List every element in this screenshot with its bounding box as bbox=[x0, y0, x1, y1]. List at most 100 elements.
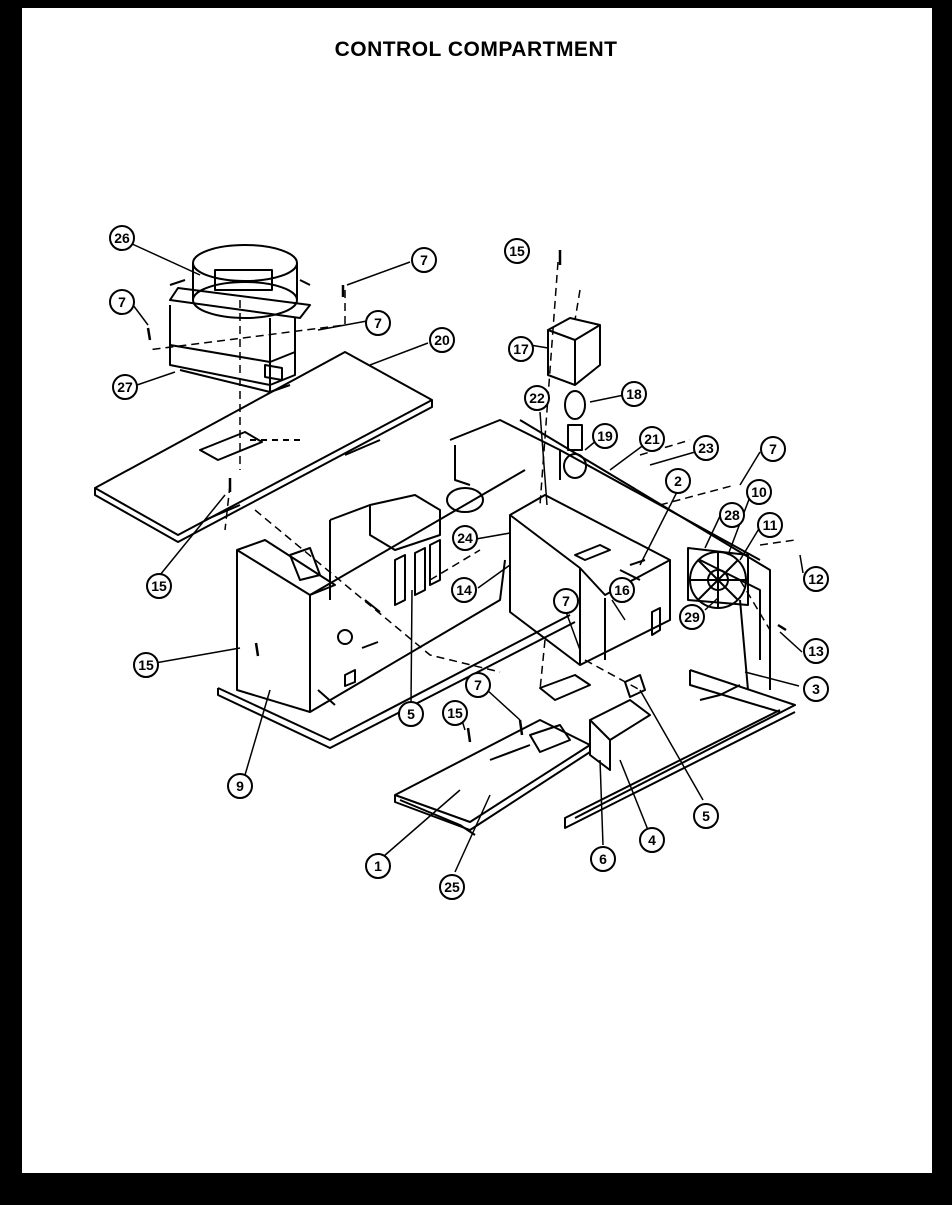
callout-circle bbox=[590, 846, 616, 872]
callout-circle bbox=[133, 652, 159, 678]
callout-circle bbox=[109, 289, 135, 315]
callout-label: 26 bbox=[114, 230, 130, 246]
callout-circle bbox=[452, 525, 478, 551]
callout-15: 15 bbox=[504, 238, 530, 264]
callout-27: 27 bbox=[112, 374, 138, 400]
callout-circle bbox=[757, 512, 783, 538]
callout-15: 15 bbox=[442, 700, 468, 726]
callout-label: 7 bbox=[562, 593, 570, 609]
callout-label: 15 bbox=[151, 578, 167, 594]
callout-13: 13 bbox=[803, 638, 829, 664]
callout-circle bbox=[639, 827, 665, 853]
callout-label: 1 bbox=[374, 858, 382, 874]
callout-circle bbox=[803, 676, 829, 702]
callout-circle bbox=[429, 327, 455, 353]
callout-label: 12 bbox=[808, 571, 824, 587]
callout-circle bbox=[504, 238, 530, 264]
callout-label: 27 bbox=[117, 379, 133, 395]
main-housing bbox=[217, 419, 576, 749]
callout-15: 15 bbox=[133, 652, 159, 678]
assembly-lines bbox=[147, 261, 796, 691]
callout-circle bbox=[112, 374, 138, 400]
callout-7: 7 bbox=[109, 289, 135, 315]
leader-lines bbox=[129, 242, 804, 873]
callout-5: 5 bbox=[693, 803, 719, 829]
callout-circle bbox=[508, 336, 534, 362]
callout-circle bbox=[621, 381, 647, 407]
callout-circle bbox=[592, 423, 618, 449]
callout-label: 7 bbox=[420, 252, 428, 268]
callout-label: 29 bbox=[684, 609, 700, 625]
callout-label: 7 bbox=[118, 294, 126, 310]
callout-circle bbox=[693, 803, 719, 829]
callout-label: 7 bbox=[769, 441, 777, 457]
callout-circle bbox=[398, 701, 424, 727]
callout-26: 26 bbox=[109, 225, 135, 251]
callout-11: 11 bbox=[757, 512, 783, 538]
callout-19: 19 bbox=[592, 423, 618, 449]
drawing-lines bbox=[94, 244, 796, 836]
callout-label: 28 bbox=[724, 507, 740, 523]
callout-24: 24 bbox=[452, 525, 478, 551]
callout-15: 15 bbox=[146, 573, 172, 599]
callout-label: 5 bbox=[407, 706, 415, 722]
callout-circle bbox=[665, 468, 691, 494]
callout-label: 15 bbox=[138, 657, 154, 673]
callout-29: 29 bbox=[679, 604, 705, 630]
callout-12: 12 bbox=[803, 566, 829, 592]
callout-circle bbox=[227, 773, 253, 799]
callout-label: 15 bbox=[447, 705, 463, 721]
callout-circle bbox=[803, 638, 829, 664]
callout-label: 7 bbox=[474, 677, 482, 693]
callout-circle bbox=[679, 604, 705, 630]
callout-20: 20 bbox=[429, 327, 455, 353]
paper-area bbox=[22, 8, 932, 1173]
callout-7: 7 bbox=[365, 310, 391, 336]
callout-label: 4 bbox=[648, 832, 656, 848]
callout-4: 4 bbox=[639, 827, 665, 853]
callout-label: 19 bbox=[597, 428, 613, 444]
callout-5: 5 bbox=[398, 701, 424, 727]
fan-assembly bbox=[687, 547, 749, 609]
callout-label: 20 bbox=[434, 332, 450, 348]
screws bbox=[146, 250, 787, 743]
callout-label: 10 bbox=[751, 484, 767, 500]
callout-7: 7 bbox=[760, 436, 786, 462]
callout-7: 7 bbox=[465, 672, 491, 698]
callout-7: 7 bbox=[411, 247, 437, 273]
callout-label: 14 bbox=[456, 582, 472, 598]
callout-17: 17 bbox=[508, 336, 534, 362]
callout-circle bbox=[760, 436, 786, 462]
callout-label: 6 bbox=[599, 851, 607, 867]
diagram-title: CONTROL COMPARTMENT bbox=[334, 38, 618, 61]
top-cover bbox=[94, 351, 433, 543]
callout-label: 5 bbox=[702, 808, 710, 824]
scan-edge-marks bbox=[40, 1181, 900, 1188]
callout-10: 10 bbox=[746, 479, 772, 505]
callout-18: 18 bbox=[621, 381, 647, 407]
callout-label: 3 bbox=[812, 681, 820, 697]
callout-circle bbox=[746, 479, 772, 505]
control-panel bbox=[509, 494, 671, 666]
callout-circle bbox=[465, 672, 491, 698]
callout-label: 17 bbox=[513, 341, 529, 357]
callout-21: 21 bbox=[639, 426, 665, 452]
callout-circle bbox=[411, 247, 437, 273]
callout-label: 11 bbox=[763, 517, 778, 533]
switch-stack bbox=[547, 317, 601, 479]
callout-label: 25 bbox=[444, 879, 460, 895]
callout-circle bbox=[803, 566, 829, 592]
callout-circle bbox=[524, 385, 550, 411]
callout-2: 2 bbox=[665, 468, 691, 494]
callout-label: 9 bbox=[236, 778, 244, 794]
callout-circle bbox=[439, 874, 465, 900]
callout-14: 14 bbox=[451, 577, 477, 603]
callout-circle bbox=[442, 700, 468, 726]
callout-circle bbox=[365, 310, 391, 336]
callout-label: 7 bbox=[374, 315, 382, 331]
callout-label: 15 bbox=[509, 243, 525, 259]
callout-9: 9 bbox=[227, 773, 253, 799]
